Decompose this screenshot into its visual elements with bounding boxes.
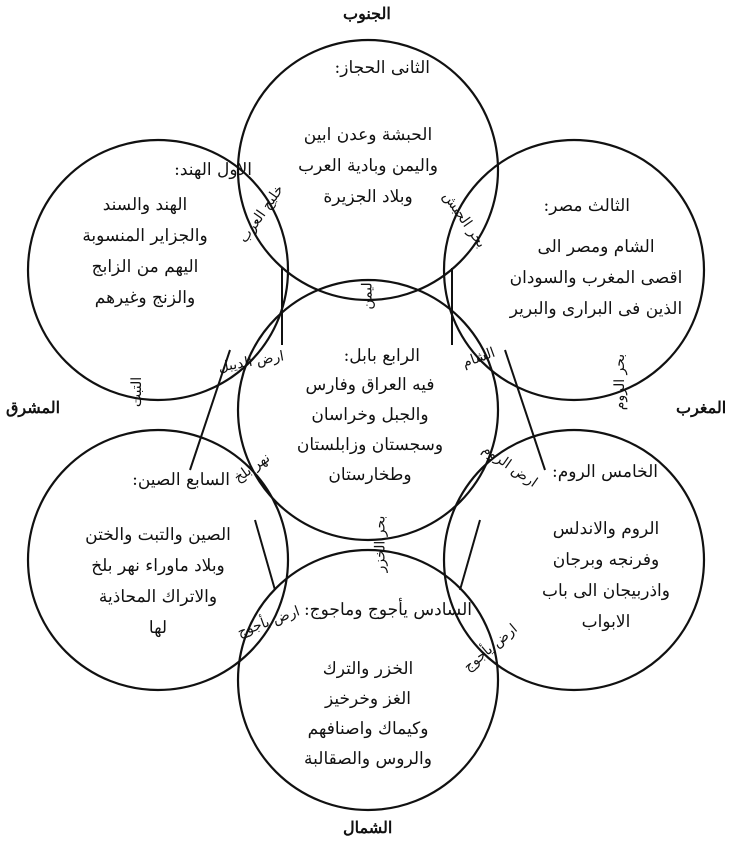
region-first-body: الهند والسند والجزاير المنسوبة اليهم من … (30, 190, 260, 314)
connector-label-tibet: التبت (129, 376, 146, 408)
region-third-heading: الثالث مصر: (543, 196, 630, 216)
region-third-body: الشام ومصر الى اقصى المغرب والسودان الذي… (476, 232, 716, 325)
region-third-line: الشام ومصر الى (537, 237, 655, 257)
region-fifth-line: الروم والاندلس (552, 519, 660, 539)
region-seventh-body: الصين والتبت والختن وبلاد ماوراء نهر بلخ… (38, 520, 278, 644)
region-second-line: وبلاد الجزيرة (323, 187, 413, 207)
region-seventh-line: الصين والتبت والختن (85, 525, 231, 545)
connector-line-first-seventh (189, 349, 231, 471)
circle-fifth-rum (442, 428, 706, 692)
region-fifth-heading: الخامس الروم: (552, 462, 658, 482)
circle-first-hind (26, 138, 290, 402)
direction-north-label: الشمال (343, 818, 393, 837)
region-fourth-heading: الرابع بابل: (343, 346, 420, 366)
region-fifth-line: وفرنجه وبرجان (552, 550, 660, 570)
connector-line-third-fifth (504, 349, 546, 471)
region-fourth-line: فيه العراق وفارس (305, 375, 435, 395)
region-second-heading: الثانى الحجاز: (334, 58, 430, 78)
region-third-line: الذين فى البرارى والبرير (509, 299, 683, 319)
connector-line-fifth-sixth (459, 519, 481, 591)
region-fourth-line: والجبل وخراسان (311, 405, 429, 425)
connector-label-bahr-rum: بحر الروم (612, 353, 629, 411)
direction-east-label: المشرق (6, 398, 61, 417)
region-sixth-line: وكيماك واصنافهم (307, 719, 429, 739)
region-second-body: الحبشة وعدن ابين واليمن وبادية العرب وبل… (258, 120, 478, 213)
connector-label-yaman: اليمن (359, 278, 376, 310)
region-sixth-heading: السادس يأجوج وماجوج: (303, 600, 472, 620)
region-seventh-line: وبلاد ماوراء نهر بلخ (91, 556, 225, 576)
region-fourth-line: وطخارستان (328, 465, 412, 485)
region-seventh-heading: السابع الصين: (132, 470, 230, 490)
circle-second-hijaz (236, 38, 500, 302)
circle-fourth-babil (236, 278, 500, 542)
region-first-line: والجزاير المنسوبة (82, 226, 208, 246)
region-sixth-body: الخزر والترك الغز وخرخيز وكيماك واصنافهم… (268, 654, 468, 774)
region-seventh-line: لها (148, 618, 168, 638)
region-sixth-line: الخزر والترك (322, 659, 414, 679)
region-fifth-line: واذربيجان الى باب (541, 581, 670, 601)
region-first-line: اليهم من الزابج (91, 257, 199, 277)
circle-sixth-yajuj (236, 548, 500, 812)
direction-south-label: الجنوب (343, 4, 391, 23)
region-first-line: الهند والسند (102, 195, 188, 215)
region-sixth-line: الغز وخرخيز (324, 689, 411, 709)
region-fifth-line: الابواب (581, 612, 631, 632)
region-first-heading: الاول الهند: (174, 160, 252, 180)
region-second-line: واليمن وبادية العرب (298, 156, 438, 176)
region-fourth-body: فيه العراق وفارس والجبل وخراسان وسجستان … (280, 370, 460, 490)
region-fifth-body: الروم والاندلس وفرنجه وبرجان واذربيجان ا… (496, 514, 716, 638)
region-seventh-line: والاتراك المحاذية (98, 587, 218, 607)
connector-line-seventh-sixth (254, 519, 276, 591)
region-first-line: والزنج وغيرهم (94, 288, 196, 308)
connector-label-khazar: بحر الخزر (372, 515, 389, 573)
circle-seventh-sin (26, 428, 290, 692)
direction-west-label: المغرب (676, 398, 727, 417)
circle-third-misr (442, 138, 706, 402)
region-second-line: الحبشة وعدن ابين (303, 125, 433, 145)
region-third-line: اقصى المغرب والسودان (509, 268, 683, 288)
region-sixth-line: والروس والصقالبة (304, 749, 432, 769)
region-fourth-line: وسجستان وزابلستان (296, 435, 444, 455)
